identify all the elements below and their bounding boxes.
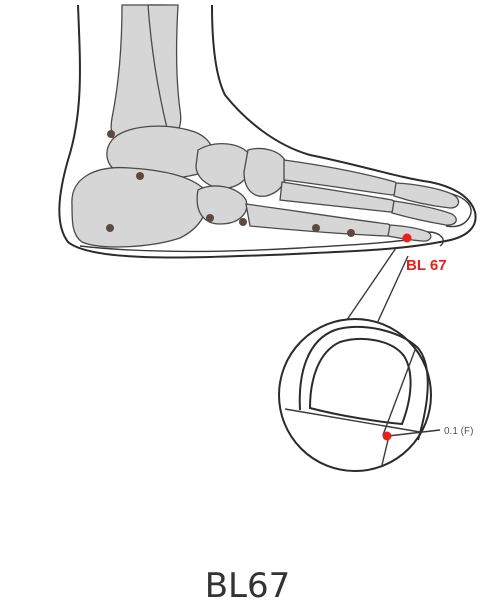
landmark-dot bbox=[136, 172, 144, 180]
caption-title: BL67 bbox=[0, 566, 495, 606]
cuboid-bone bbox=[197, 186, 247, 224]
landmark-dot bbox=[312, 224, 320, 232]
magnified-toe-circle bbox=[279, 319, 431, 471]
acupoint-dot bbox=[403, 234, 412, 243]
landmark-dot bbox=[239, 218, 247, 226]
landmark-dot bbox=[347, 229, 355, 237]
landmark-dot bbox=[206, 214, 214, 222]
landmark-dot bbox=[106, 224, 114, 232]
connector-line bbox=[340, 248, 408, 330]
magnified-acupoint-dot bbox=[383, 432, 392, 441]
point-label: BL 67 bbox=[406, 257, 447, 274]
measurement-label: 0.1 (F) bbox=[444, 426, 473, 437]
landmark-dot bbox=[107, 130, 115, 138]
navicular-bone bbox=[196, 144, 251, 189]
